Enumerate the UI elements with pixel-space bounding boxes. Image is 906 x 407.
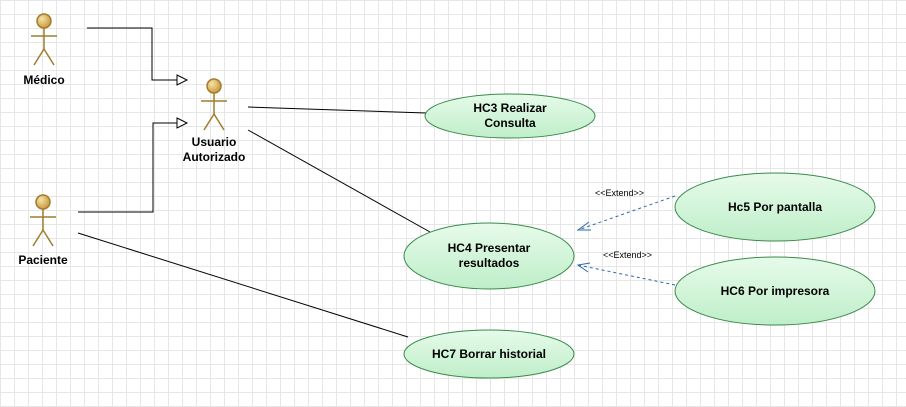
extend-hc6-hc4[interactable] <box>577 264 676 286</box>
usecase-hc4[interactable] <box>403 222 575 290</box>
extend-stereotype-hc5: <<Extend>> <box>595 188 645 198</box>
usecase-label-hc5: Hc5 Por pantalla <box>727 199 823 214</box>
association-usuario-hc3[interactable] <box>247 106 427 114</box>
association-paciente-hc7[interactable] <box>77 232 409 338</box>
usecase-hc5[interactable] <box>674 172 876 242</box>
generalization-arrowhead-medico <box>176 74 189 86</box>
usecase-hc7[interactable] <box>403 329 575 379</box>
actor-usuario-autorizado[interactable] <box>201 78 227 131</box>
association-usuario-hc4[interactable] <box>247 129 431 233</box>
actor-label-paciente: Paciente <box>18 253 68 267</box>
actor-medico[interactable] <box>31 13 57 66</box>
usecase-label-hc7: HC7 Borrar historial <box>431 346 547 361</box>
actor-label-usuario-autorizado: Usuario Autorizado <box>182 135 246 164</box>
usecase-hc3[interactable] <box>424 93 596 139</box>
actor-paciente[interactable] <box>30 194 56 247</box>
generalization-medico[interactable] <box>87 27 177 81</box>
generalization-paciente[interactable] <box>78 122 177 213</box>
usecase-label-hc4: HC4 Presentar resultados <box>447 241 531 270</box>
extend-arrowhead-hc5 <box>576 221 591 231</box>
usecase-label-hc6: HC6 Por impresora <box>720 283 830 298</box>
extend-hc5-hc4[interactable] <box>577 195 676 231</box>
actor-label-medico: Médico <box>23 73 65 87</box>
extend-arrowhead-hc6 <box>576 262 591 273</box>
extend-stereotype-hc6: <<Extend>> <box>603 250 653 260</box>
generalization-arrowhead-paciente <box>176 117 189 129</box>
usecase-label-hc3: HC3 Realizar Consulta <box>473 101 547 130</box>
usecase-hc6[interactable] <box>674 256 876 326</box>
